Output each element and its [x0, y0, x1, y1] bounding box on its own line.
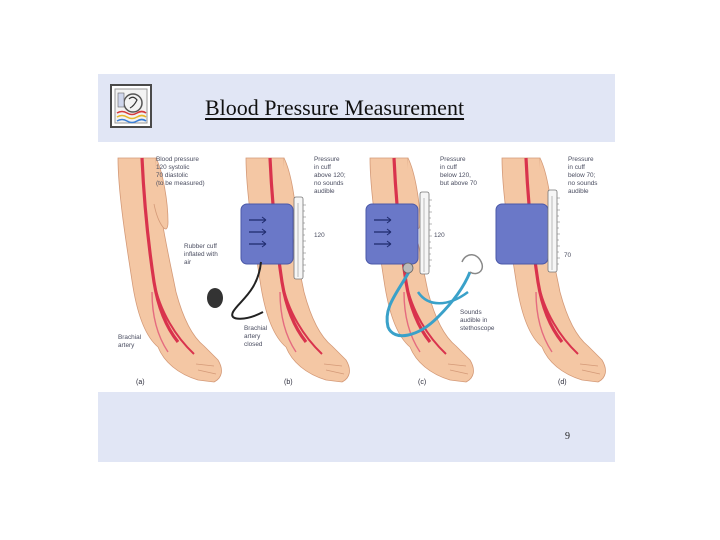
- cuff: [365, 203, 419, 265]
- cuff-pressure-label: Pressure in cuff above 120; no sounds au…: [314, 156, 347, 195]
- page-number: 9: [565, 431, 570, 442]
- gauge-reading: 120: [314, 232, 325, 239]
- bp-label: Blood pressure 120 systolic 70 diastolic…: [156, 156, 205, 187]
- rubber-cuff-label: Rubber cuff inflated with air: [184, 243, 220, 266]
- panel-tag-d: (d): [558, 379, 567, 386]
- inflation-bulb: [207, 288, 223, 308]
- artery-closed-label: Brachial artery closed: [244, 325, 269, 348]
- sounds-audible-label: Sounds audible in stethoscope: [460, 309, 495, 332]
- panel-tag-b: (b): [284, 379, 293, 386]
- cuff-pressure-label: Pressure in cuff below 120, but above 70: [440, 156, 477, 187]
- pressure-gauge: [293, 196, 307, 280]
- pressure-gauge: [419, 191, 433, 275]
- stethoscope-earpiece: [461, 254, 484, 275]
- brachial-artery-label: Brachial artery: [118, 334, 143, 349]
- cuff: [495, 203, 549, 265]
- inflated-cuff: [240, 203, 294, 265]
- cuff-pressure-label: Pressure in cuff below 70; no sounds aud…: [568, 156, 599, 195]
- stethoscope-chestpiece: [402, 262, 414, 274]
- gauge-reading: 120: [434, 232, 445, 239]
- panel-tag-a: (a): [136, 379, 145, 386]
- stethoscope-tube: [385, 269, 472, 338]
- pressure-gauge: [547, 189, 561, 273]
- panel-d: Pressure in cuff below 70; no sounds aud…: [495, 156, 608, 386]
- panel-c: Pressure in cuff below 120, but above 70…: [365, 156, 495, 386]
- panel-tag-c: (c): [418, 379, 426, 386]
- gauge-reading: 70: [564, 252, 572, 259]
- panel-a: Blood pressure 120 systolic 70 diastolic…: [116, 156, 224, 386]
- slide-title: Blood Pressure Measurement: [205, 95, 465, 120]
- document-chart-icon: [110, 84, 152, 128]
- panel-b: Pressure in cuff above 120; no sounds au…: [184, 156, 352, 386]
- blood-pressure-figure: Blood pressure 120 systolic 70 diastolic…: [98, 142, 615, 392]
